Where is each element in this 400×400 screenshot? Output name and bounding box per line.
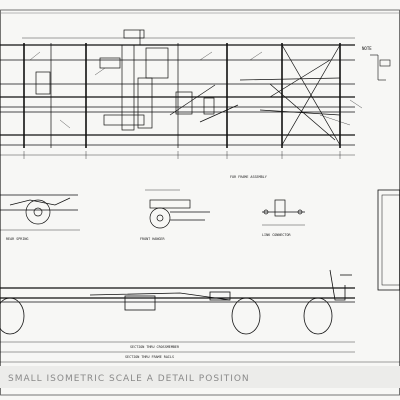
right-detail-label: LINK CONNECTOR bbox=[262, 233, 292, 237]
center-detail bbox=[145, 189, 210, 229]
note-label: NOTE bbox=[362, 46, 372, 51]
left-detail-label: REAR SPRING bbox=[6, 237, 28, 241]
dim-label-2: SECTION THRU FRAME RAILS bbox=[125, 355, 174, 359]
center-detail-label: FRONT HANGER bbox=[140, 237, 165, 241]
side-elevation bbox=[0, 269, 400, 363]
left-detail bbox=[0, 194, 80, 231]
title-block: SMALL ISOMETRIC SCALE A DETAIL POSITION bbox=[8, 374, 250, 384]
top-right-detail bbox=[370, 54, 391, 81]
assembly-note: FOR FRAME ASSEMBLY bbox=[230, 175, 267, 179]
dim-label-1: SECTION THRU CROSSMEMBER bbox=[130, 345, 180, 349]
end-view-box bbox=[377, 189, 400, 291]
plan-callouts bbox=[29, 51, 363, 129]
title-strip bbox=[0, 366, 400, 388]
right-detail bbox=[262, 199, 305, 226]
top-plan-view bbox=[0, 29, 355, 159]
